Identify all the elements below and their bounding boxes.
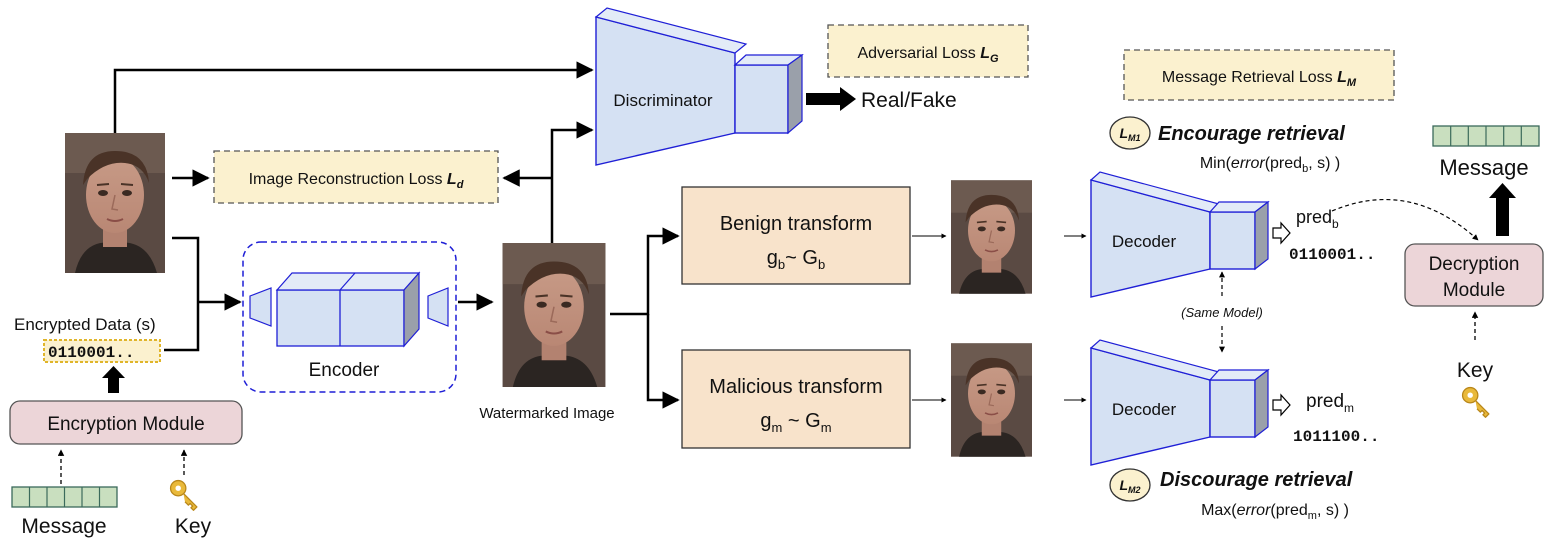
watermarked-label: Watermarked Image <box>479 405 614 422</box>
svg-text:Message Retrieval Loss LM: Message Retrieval Loss LM <box>1162 69 1357 89</box>
pred-b-bits: 0110001.. <box>1289 246 1375 264</box>
message-label: Message <box>21 515 106 538</box>
encrypted-bits: 0110001.. <box>43 339 161 363</box>
encryption-module: Encryption Module <box>9 400 243 445</box>
decoder-top-block: Decoder <box>1089 171 1270 298</box>
orig-to-discriminator-arrow <box>113 61 594 133</box>
same-model-label: (Same Model) <box>1181 305 1263 320</box>
svg-text:Module: Module <box>1443 280 1505 301</box>
svg-text:Image Reconstruction Loss Ld: Image Reconstruction Loss Ld <box>249 171 464 191</box>
svg-text:Decryption: Decryption <box>1429 254 1520 275</box>
encourage-formula: Min(error(predb, s) ) <box>1200 155 1340 175</box>
encourage-title: Encourage retrieval <box>1158 123 1345 145</box>
svg-text:LM2: LM2 <box>1119 477 1140 495</box>
watermarked-to-discriminator-arrow <box>550 121 594 243</box>
right-key-label: Key <box>1457 359 1494 382</box>
decryption-to-message-arrow <box>1489 183 1516 236</box>
pred-to-decryption-arrow <box>1331 199 1479 241</box>
image-reconstruction-loss-box: Image Reconstruction Loss Ld <box>213 150 499 204</box>
discourage-title: Discourage retrieval <box>1160 469 1353 491</box>
encryption-to-data-arrow <box>102 366 125 393</box>
discourage-formula: Max(error(predm, s) ) <box>1201 502 1349 522</box>
message-retrieval-loss-box: Message Retrieval Loss LM <box>1123 49 1395 101</box>
discriminator-label: Discriminator <box>613 91 713 110</box>
svg-text:Malicious transform: Malicious transform <box>709 376 882 398</box>
malicious-face-image <box>951 342 1032 458</box>
to-malicious-arrow <box>646 314 680 409</box>
discriminator-block: Discriminator <box>594 7 804 166</box>
svg-text:gm ~ Gm: gm ~ Gm <box>760 410 831 435</box>
svg-text:Decoder: Decoder <box>1112 400 1177 419</box>
orig-to-encoder-line <box>164 236 200 352</box>
svg-text:Decoder: Decoder <box>1112 232 1177 251</box>
svg-text:gb~ Gb: gb~ Gb <box>767 247 825 272</box>
svg-text:LM1: LM1 <box>1119 125 1140 143</box>
decryption-module: Decryption Module <box>1404 243 1544 307</box>
right-message-label: Message <box>1439 155 1528 180</box>
encrypted-data-label: Encrypted Data (s) <box>14 315 156 334</box>
svg-text:Benign transform: Benign transform <box>720 213 872 235</box>
encoder-block: Encoder <box>242 241 457 393</box>
malicious-transform-box: Malicious transform gm ~ Gm <box>681 349 911 449</box>
svg-text:Real/Fake: Real/Fake <box>861 89 957 112</box>
svg-text:0110001..: 0110001.. <box>48 344 134 362</box>
to-benign-arrow <box>610 227 680 316</box>
benign-face-image <box>951 179 1032 295</box>
right-message-cells-icon <box>1432 125 1540 147</box>
discourage-badge: LM2 <box>1109 468 1151 502</box>
message-cells-icon <box>11 486 118 508</box>
real-fake-output: Real/Fake <box>806 87 957 112</box>
decoder-top-output-arrow <box>1272 221 1291 245</box>
decoder-bottom-block: Decoder <box>1089 339 1270 466</box>
right-key-icon <box>1461 386 1490 418</box>
key-icon <box>169 479 198 511</box>
encourage-badge: LM1 <box>1109 116 1151 150</box>
watermarked-face-image <box>501 243 607 387</box>
svg-text:Encryption Module: Encryption Module <box>47 414 204 435</box>
svg-text:Adversarial Loss LG: Adversarial Loss LG <box>857 45 999 65</box>
decoder-bottom-output-arrow <box>1272 393 1291 417</box>
benign-transform-box: Benign transform gb~ Gb <box>681 186 911 285</box>
original-face-image <box>63 133 167 273</box>
encoder-label: Encoder <box>309 360 380 381</box>
adversarial-loss-box: Adversarial Loss LG <box>827 24 1029 78</box>
pred-m-bits: 1011100.. <box>1293 428 1379 446</box>
pred-m-label: predm <box>1306 391 1354 415</box>
pred-b-label: predb <box>1296 207 1339 231</box>
key-label: Key <box>175 515 212 538</box>
